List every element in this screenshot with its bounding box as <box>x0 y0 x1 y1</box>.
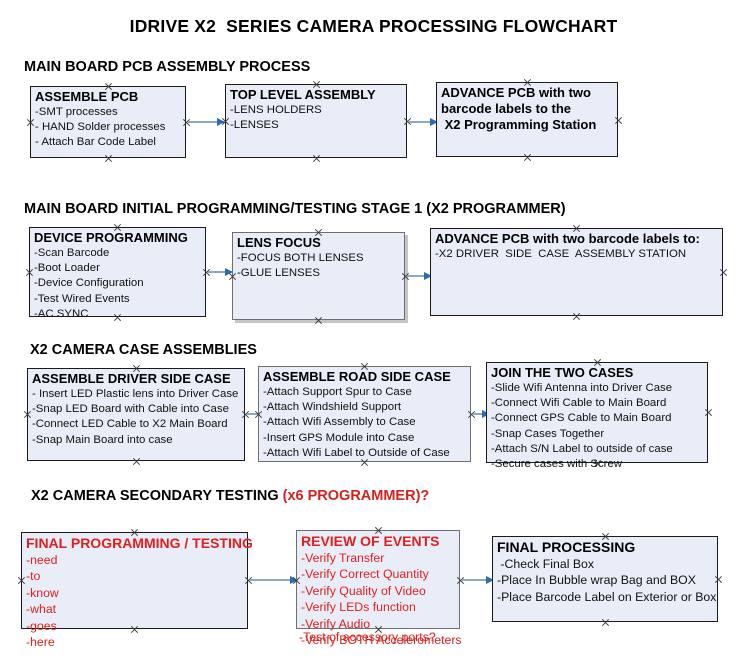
box-line: - Attach Bar Code Label <box>35 136 156 149</box>
box-lines: -Check Final Box -Place In Bubble wrap B… <box>497 556 717 605</box>
box-line-overflow: -Test of accessory ports? <box>299 630 436 644</box>
box-lines: -Verify Transfer -Verify Correct Quantit… <box>301 550 462 648</box>
box-lines: -Scan Barcode -Boot Loader -Device Confi… <box>34 246 203 322</box>
box-title: ASSEMBLE ROAD SIDE CASE <box>263 369 451 384</box>
box-line: -Connect LED Cable to X2 Main Board <box>32 418 228 431</box>
box-line: -know <box>26 585 59 600</box>
box-line: -X2 DRIVER SIDE CASE ASSEMBLY STATION <box>435 248 687 260</box>
box-line: -Snap Main Board into case <box>32 433 173 446</box>
box-title-line2: barcode labels to the <box>441 101 572 116</box>
connector-arrow <box>208 267 233 276</box>
box-line: -need <box>26 553 58 567</box>
box-title: ADVANCE PCB with two barcode labels to: <box>435 231 700 246</box>
box-line: -Attach Support Spur to Case <box>263 386 412 398</box>
box-title: ADVANCE PCB with two <box>441 85 591 100</box>
box-title: DEVICE PROGRAMMING <box>34 230 188 245</box>
box-line: -Secure cases with Screw <box>491 458 623 471</box>
box-line: -GLUE LENSES <box>237 267 320 280</box>
connector-arrow <box>462 575 494 584</box>
box-line: -Attach Wifi Label to Outside of Case <box>263 446 450 459</box>
box-line: -Attach Windshield Support <box>263 401 402 414</box>
box-line: -Place In Bubble wrap Bag and BOX <box>497 573 696 588</box>
connector-arrow <box>407 271 432 280</box>
box-lines: - Insert LED Plastic lens into Driver Ca… <box>32 387 242 448</box>
box-title: TOP LEVEL ASSEMBLY <box>230 87 376 102</box>
box-top-level-assembly[interactable]: TOP LEVEL ASSEMBLY -LENS HOLDERS -LENSES <box>225 84 407 158</box>
box-line: -LENSES <box>230 119 279 132</box>
box-line: -AC SYNC <box>34 307 89 320</box>
box-lines: -SMT processes - HAND Solder processes -… <box>35 105 183 151</box>
box-advance-pcb-driver-side[interactable]: ADVANCE PCB with two barcode labels to: … <box>430 228 723 316</box>
box-line: -Snap LED Board with Cable into Case <box>32 403 229 416</box>
box-line: -Check Final Box <box>497 557 595 571</box>
box-line: -Insert GPS Module into Case <box>263 431 415 444</box>
box-line: -SMT processes <box>35 106 118 118</box>
box-assemble-driver-side-case[interactable]: ASSEMBLE DRIVER SIDE CASE - Insert LED P… <box>27 368 245 461</box>
box-line: -Boot Loader <box>34 262 100 275</box>
section-heading-1-text: MAIN BOARD PCB ASSEMBLY PROCESS <box>24 59 311 75</box>
box-line: -Connect Wifi Cable to Main Board <box>491 397 667 410</box>
box-line: -Verify LEDs function <box>301 600 416 615</box>
box-title: FINAL PROCESSING <box>497 539 636 555</box>
box-review-of-events[interactable]: REVIEW OF EVENTS -Verify Transfer -Verif… <box>296 530 462 647</box>
box-line: -Slide Wifi Antenna into Driver Case <box>491 382 673 394</box>
box-title: JOIN THE TWO CASES <box>491 365 634 380</box>
connector-arrow <box>188 117 225 126</box>
box-line: -Snap Cases Together <box>491 427 605 440</box>
page-title: IDRIVE X2 SERIES CAMERA PROCESSING FLOWC… <box>129 16 618 36</box>
box-lens-focus[interactable]: LENS FOCUS -FOCUS BOTH LENSES -GLUE LENS… <box>232 232 405 320</box>
box-lines: -Slide Wifi Antenna into Driver Case -Co… <box>491 381 705 472</box>
box-line: -Attach S/N Label to outside of case <box>491 442 673 455</box>
box-lines: -FOCUS BOTH LENSES -GLUE LENSES <box>237 251 402 281</box>
section-heading-4-text: X2 CAMERA SECONDARY TESTING <box>31 488 283 504</box>
box-line: -goes <box>26 618 57 633</box>
box-line: -what <box>26 602 57 617</box>
box-device-programming[interactable]: DEVICE PROGRAMMING -Scan Barcode -Boot L… <box>29 227 206 320</box>
section-heading-4: X2 CAMERA SECONDARY TESTING (x6 PROGRAMM… <box>31 488 429 504</box>
section-heading-2-text: MAIN BOARD INITIAL PROGRAMMING/TESTING S… <box>24 201 566 217</box>
box-line: -Connect GPS Cable to Main Board <box>491 412 672 425</box>
box-assemble-pcb[interactable]: ASSEMBLE PCB -SMT processes - HAND Solde… <box>30 86 186 158</box>
box-line: -Test Wired Events <box>34 292 130 305</box>
section-heading-4-suffix: (x6 PROGRAMMER)? <box>282 488 430 504</box>
box-line: -Attach Wifi Assembly to Case <box>263 416 416 429</box>
box-line: -LENS HOLDERS <box>230 104 322 116</box>
box-line: - Insert LED Plastic lens into Driver Ca… <box>32 388 239 400</box>
box-lines: -need -to -know -what -goes -here <box>26 552 245 650</box>
box-line: -Verify Quality of Video <box>301 583 426 598</box>
box-line: -to <box>26 569 41 584</box>
section-heading-3: X2 CAMERA CASE ASSEMBLIES <box>30 342 257 358</box>
box-title: LENS FOCUS <box>237 235 321 250</box>
box-title: ASSEMBLE DRIVER SIDE CASE <box>32 371 231 386</box>
box-line: -Verify BOTH Accelerometers <box>301 633 462 648</box>
connector-arrow <box>409 117 438 126</box>
box-line: - HAND Solder processes <box>35 121 166 134</box>
box-lines: -Attach Support Spur to Case -Attach Win… <box>263 385 468 461</box>
box-title: REVIEW OF EVENTS <box>301 533 440 549</box>
connector-arrow <box>250 575 298 584</box>
box-line: -Verify Transfer <box>301 551 385 565</box>
box-advance-pcb-station[interactable]: ADVANCE PCB with two barcode labels to t… <box>436 82 618 157</box>
box-line: -Place Barcode Label on Exterior or Box <box>497 589 717 604</box>
box-line: -Scan Barcode <box>34 247 110 259</box>
section-heading-3-text: X2 CAMERA CASE ASSEMBLIES <box>30 342 257 358</box>
box-line: -Device Configuration <box>34 277 144 290</box>
box-line: -Verify Audio <box>301 616 371 631</box>
box-line: -here <box>26 635 55 650</box>
section-heading-2: MAIN BOARD INITIAL PROGRAMMING/TESTING S… <box>24 201 566 217</box>
box-final-processing[interactable]: FINAL PROCESSING -Check Final Box -Place… <box>492 536 718 622</box>
box-join-the-two-cases[interactable]: JOIN THE TWO CASES -Slide Wifi Antenna i… <box>486 362 708 470</box>
box-line: -Verify Correct Quantity <box>301 567 429 582</box>
box-lines: -LENS HOLDERS -LENSES <box>230 103 404 133</box>
box-line: -FOCUS BOTH LENSES <box>237 252 364 264</box>
section-heading-1: MAIN BOARD PCB ASSEMBLY PROCESS <box>24 59 310 75</box>
box-assemble-road-side-case[interactable]: ASSEMBLE ROAD SIDE CASE -Attach Support … <box>258 366 471 462</box>
box-lines: -X2 DRIVER SIDE CASE ASSEMBLY STATION <box>435 247 720 262</box>
box-title-line3: X2 Programming Station <box>441 117 597 132</box>
box-title: ASSEMBLE PCB <box>35 89 139 104</box>
box-title: FINAL PROGRAMMING / TESTING <box>26 535 253 551</box>
box-final-programming-testing[interactable]: FINAL PROGRAMMING / TESTING -need -to -k… <box>21 532 253 649</box>
